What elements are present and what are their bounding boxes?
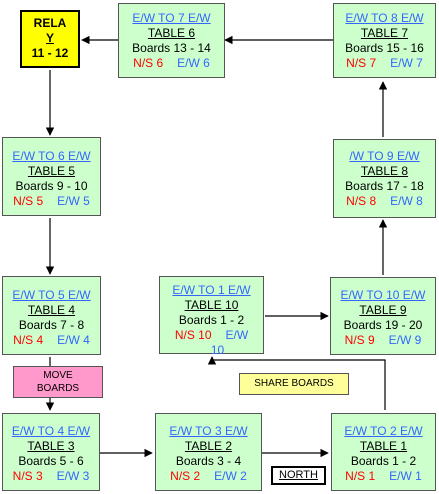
relay-line3: 11 - 12	[31, 46, 69, 60]
table-10-ew-number: 10	[210, 343, 225, 357]
table-9-box: E/W TO 10 E/W TABLE 9 Boards 19 - 20 N/S…	[330, 277, 436, 355]
table-2-boards: Boards 3 - 4	[175, 454, 242, 468]
table-8-ns: N/S 8	[346, 194, 377, 208]
table-5-move[interactable]: E/W TO 6 E/W	[12, 149, 91, 163]
table-1-name: TABLE 1	[359, 439, 408, 453]
table-5-boards: Boards 9 - 10	[15, 179, 88, 193]
table-1-move[interactable]: E/W TO 2 E/W	[344, 424, 423, 438]
table-4-ns: N/S 4	[13, 333, 44, 347]
table-9-move[interactable]: E/W TO 10 E/W	[340, 288, 426, 302]
table-7-box: E/W TO 8 E/W TABLE 7 Boards 15 - 16 N/S …	[333, 3, 436, 78]
table-8-ew: E/W 8	[390, 194, 423, 208]
table-1-ns: N/S 1	[345, 469, 376, 483]
relay-line2: Y	[45, 31, 54, 45]
table-5-ew: E/W 5	[57, 194, 90, 208]
table-3-name: TABLE 3	[27, 439, 75, 453]
table-10-name: TABLE 10	[184, 298, 239, 312]
table-10-box: E/W TO 1 E/W TABLE 10 Boards 1 - 2 N/S 1…	[159, 276, 264, 357]
table-1-boards: Boards 1 - 2	[350, 454, 417, 468]
table-6-boards: Boards 13 - 14	[132, 41, 211, 55]
move-boards-line2: BOARDS	[36, 383, 80, 394]
table-4-name: TABLE 4	[27, 303, 76, 317]
table-8-name: TABLE 8	[360, 164, 409, 178]
table-10-ew: E/W	[225, 328, 249, 342]
table-9-boards: Boards 19 - 20	[343, 318, 423, 332]
table-8-move[interactable]: /W TO 9 E/W	[349, 149, 420, 163]
relay-box: RELA Y 11 - 12	[20, 10, 80, 68]
table-6-ns: N/S 6	[133, 56, 164, 70]
share-boards-label: SHARE BOARDS	[239, 373, 349, 395]
table-3-ew: E/W 3	[56, 469, 90, 483]
table-4-boards: Boards 7 - 8	[18, 318, 85, 332]
table-3-ns: N/S 3	[12, 469, 43, 483]
table-2-name: TABLE 2	[184, 439, 233, 453]
table-8-box: /W TO 9 E/W TABLE 8 Boards 17 - 18 N/S 8…	[333, 139, 436, 218]
relay-line1: RELA	[33, 16, 67, 30]
table-10-boards: Boards 1 - 2	[178, 313, 245, 327]
table-10-ns: N/S 10	[174, 328, 212, 342]
table-1-box: E/W TO 2 E/W TABLE 1 Boards 1 - 2 N/S 1 E…	[331, 413, 436, 491]
table-7-ns: N/S 7	[346, 56, 377, 70]
table-6-move[interactable]: E/W TO 7 E/W	[132, 11, 211, 25]
north-label: NORTH	[271, 466, 326, 485]
table-9-ew: E/W 9	[388, 333, 422, 347]
table-2-ew: E/W 2	[214, 469, 247, 483]
table-3-box: E/W TO 4 E/W TABLE 3 Boards 5 - 6 N/S 3 E…	[2, 413, 100, 491]
table-1-ew: E/W 1	[389, 469, 422, 483]
move-boards-line1: MOVE	[43, 370, 73, 381]
table-9-name: TABLE 9	[359, 303, 407, 317]
table-2-box: E/W TO 3 E/W TABLE 2 Boards 3 - 4 N/S 2 E…	[155, 413, 262, 491]
table-4-box: E/W TO 5 E/W TABLE 4 Boards 7 - 8 N/S 4 E…	[2, 276, 101, 355]
table-3-move[interactable]: E/W TO 4 E/W	[11, 424, 91, 438]
table-6-box: E/W TO 7 E/W TABLE 6 Boards 13 - 14 N/S …	[118, 3, 225, 78]
table-4-move[interactable]: E/W TO 5 E/W	[12, 288, 91, 302]
arrow-t1-to-t10	[212, 359, 386, 410]
table-7-boards: Boards 15 - 16	[345, 41, 424, 55]
table-7-name: TABLE 7	[360, 26, 409, 40]
table-6-ew: E/W 6	[177, 56, 210, 70]
table-2-move[interactable]: E/W TO 3 E/W	[169, 424, 248, 438]
table-5-ns: N/S 5	[13, 194, 44, 208]
table-10-move[interactable]: E/W TO 1 E/W	[172, 283, 251, 297]
table-6-name: TABLE 6	[147, 26, 196, 40]
table-3-boards: Boards 5 - 6	[18, 454, 84, 468]
table-7-ew: E/W 7	[390, 56, 423, 70]
table-4-ew: E/W 4	[57, 333, 90, 347]
table-9-ns: N/S 9	[344, 333, 375, 347]
table-7-move[interactable]: E/W TO 8 E/W	[345, 11, 424, 25]
table-5-box: E/W TO 6 E/W TABLE 5 Boards 9 - 10 N/S 5…	[2, 137, 101, 216]
table-2-ns: N/S 2	[170, 469, 201, 483]
move-boards-label: MOVE BOARDS	[13, 366, 103, 398]
table-5-name: TABLE 5	[27, 164, 76, 178]
table-8-boards: Boards 17 - 18	[345, 179, 424, 193]
